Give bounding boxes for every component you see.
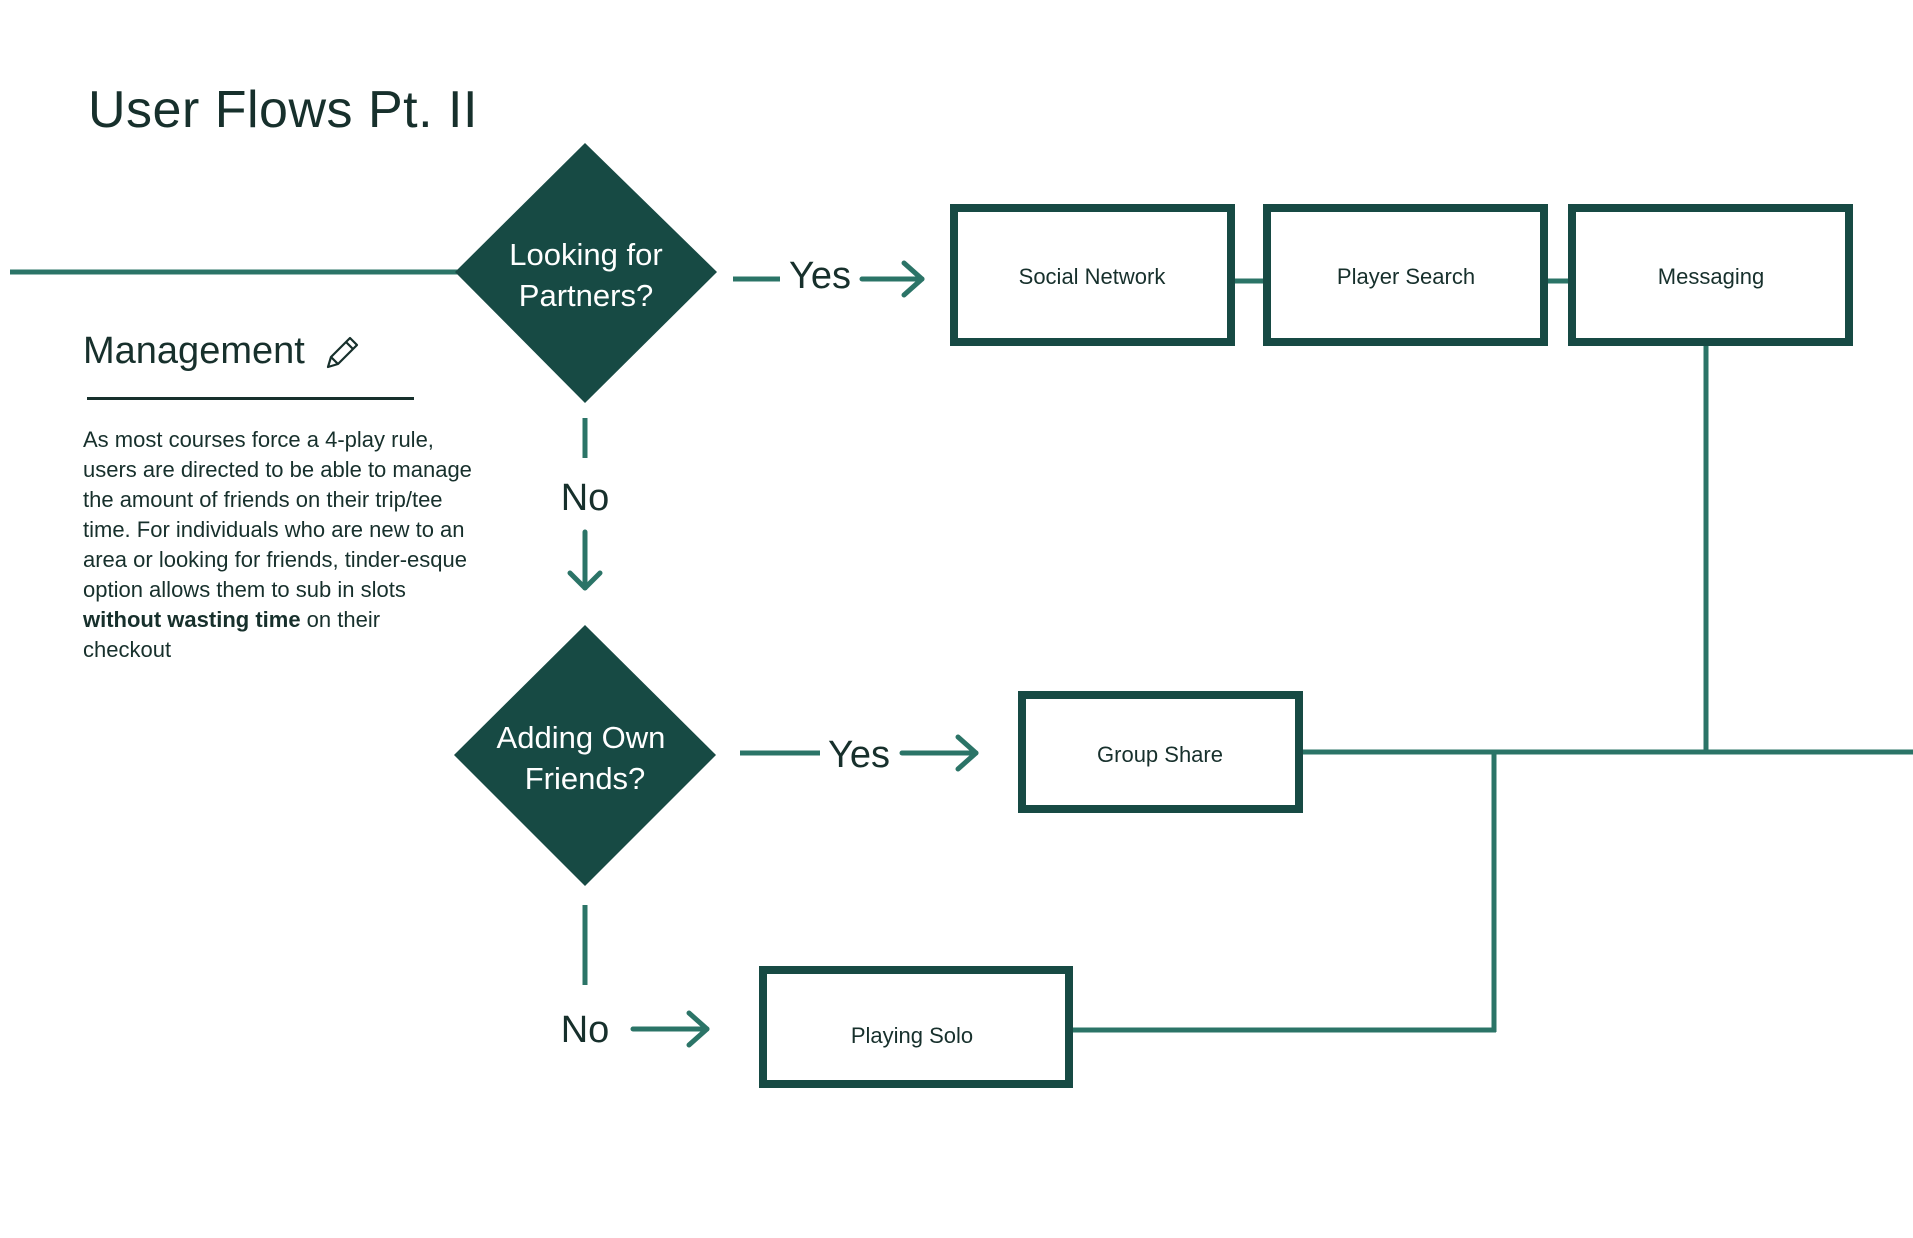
pencil-icon[interactable] [322, 333, 362, 373]
management-text-bold: without wasting time [83, 607, 301, 632]
decision-diamond [455, 143, 717, 403]
arrow-right-icon [630, 1010, 710, 1048]
box-label: Messaging [1658, 264, 1764, 289]
branch-label-no: No [561, 1009, 610, 1051]
branch-label-yes: Yes [789, 255, 851, 297]
box-label: Playing Solo [851, 1023, 973, 1048]
box-label: Social Network [1019, 264, 1167, 289]
decision-label-line1: Adding Own [497, 720, 666, 755]
box-frame [950, 204, 1235, 346]
management-description: As most courses force a 4-play rule, use… [83, 425, 473, 665]
box-frame [1263, 204, 1548, 346]
branch-label-yes: Yes [828, 734, 890, 776]
box-playing-solo[interactable]: Playing Solo [759, 966, 1073, 1088]
decision-label-line1: Looking for [509, 237, 662, 272]
box-frame [1568, 204, 1853, 346]
box-frame [759, 966, 1073, 1088]
management-text-part2: on their checkout [83, 607, 381, 662]
box-frame [1018, 691, 1303, 813]
box-group-share[interactable]: Group Share [1018, 691, 1303, 813]
decision-adding-own-friends[interactable]: Adding Own Friends? [454, 625, 716, 886]
decision-diamond [454, 625, 716, 886]
decision-label-line2: Friends? [525, 761, 646, 796]
arrow-down-icon [567, 529, 603, 591]
box-messaging[interactable]: Messaging [1568, 204, 1853, 346]
page-title: User Flows Pt. II [88, 81, 478, 139]
management-divider [87, 397, 414, 400]
arrow-right-icon [859, 260, 925, 298]
box-label: Group Share [1097, 742, 1223, 767]
arrow-right-icon [899, 734, 979, 772]
box-social-network[interactable]: Social Network [950, 204, 1235, 346]
decision-looking-for-partners[interactable]: Looking for Partners? [455, 143, 717, 403]
management-text-part1: As most courses force a 4-play rule, use… [83, 427, 472, 602]
decision-label-line2: Partners? [519, 278, 653, 313]
management-heading: Management [83, 330, 305, 372]
box-player-search[interactable]: Player Search [1263, 204, 1548, 346]
box-label: Player Search [1337, 264, 1475, 289]
branch-label-no: No [561, 477, 610, 519]
